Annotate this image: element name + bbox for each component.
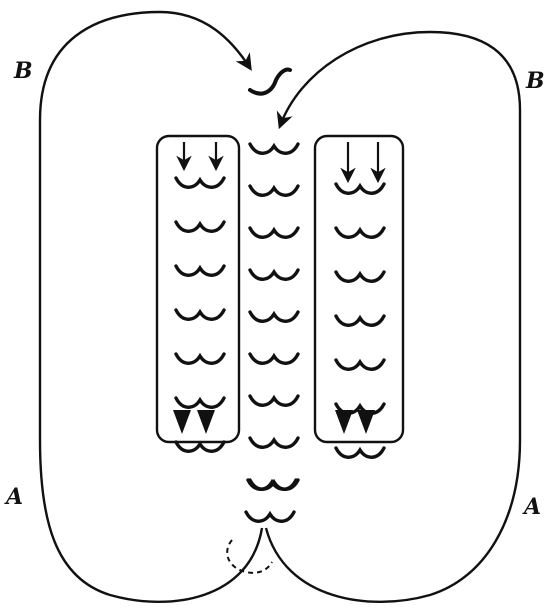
left-wave-mark bbox=[174, 220, 226, 233]
right-wave-mark bbox=[334, 270, 386, 283]
left-bottom-arrowhead bbox=[173, 410, 191, 434]
right-wave-mark bbox=[334, 358, 386, 371]
right-inner-loop bbox=[313, 134, 405, 444]
center-wave-mark bbox=[248, 352, 300, 365]
center-wave-mark bbox=[248, 226, 300, 239]
bottom-arrowheads bbox=[173, 410, 375, 434]
label-top-left: B bbox=[13, 58, 33, 84]
left-wave-mark bbox=[174, 352, 226, 365]
cusp-tail-mark bbox=[226, 539, 273, 574]
center-wave-mark bbox=[248, 394, 300, 407]
top-center-mark bbox=[248, 67, 292, 96]
left-wave-mark bbox=[174, 396, 226, 409]
left-wave-mark bbox=[174, 308, 226, 321]
label-bottom-right: A bbox=[522, 494, 541, 520]
right-wave-mark bbox=[334, 446, 386, 459]
label-bottom-left: A bbox=[4, 484, 23, 510]
center-wave-mark bbox=[248, 268, 300, 281]
center-wave-mark bbox=[248, 142, 300, 155]
label-top-right: B bbox=[525, 68, 545, 94]
outer-left-loop bbox=[38, 10, 264, 604]
left-inner-loop bbox=[155, 134, 241, 444]
center-wave-mark bbox=[248, 310, 300, 323]
left-bottom-arrowhead bbox=[197, 410, 215, 434]
right-wave-mark bbox=[334, 182, 386, 195]
center-wave-mark bbox=[248, 184, 300, 197]
left-wave-mark bbox=[174, 176, 226, 189]
right-wave-mark bbox=[334, 314, 386, 327]
wave-marks bbox=[174, 142, 386, 523]
right-bottom-arrowhead bbox=[335, 410, 353, 434]
left-wave-mark bbox=[174, 440, 226, 453]
center-wave-mark bbox=[248, 436, 300, 449]
outer-right-loop bbox=[264, 30, 522, 604]
center-wave-mark bbox=[246, 478, 298, 491]
left-wave-mark bbox=[174, 264, 226, 277]
right-wave-mark bbox=[334, 226, 386, 239]
center-wave-mark bbox=[244, 510, 296, 523]
right-bottom-arrowhead bbox=[357, 410, 375, 434]
